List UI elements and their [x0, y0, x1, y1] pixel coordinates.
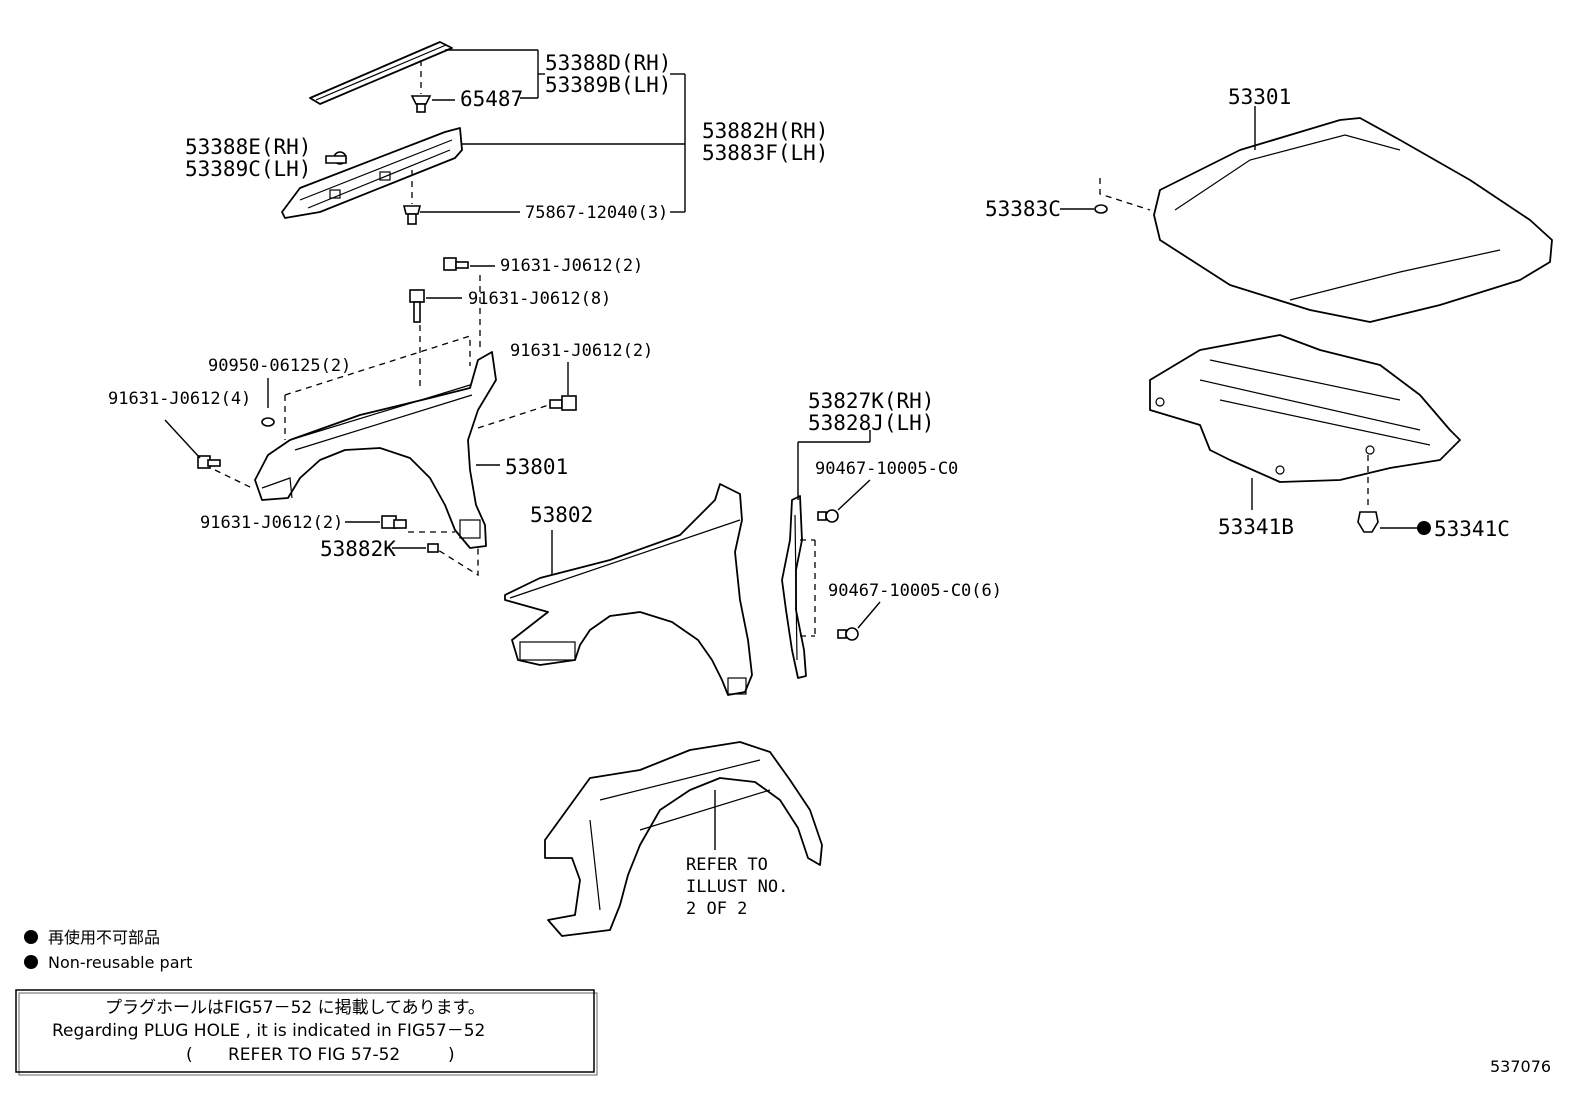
- refer-line-1: REFER TO: [686, 855, 768, 875]
- label-65487: 65487: [460, 87, 523, 111]
- refer-line-2: ILLUST NO.: [686, 877, 788, 897]
- bolt-91631c-icon: [549, 395, 577, 411]
- label-53341C: 53341C: [1434, 517, 1510, 541]
- label-53882K: 53882K: [320, 537, 396, 561]
- non-reusable-dot-53341C: [1417, 521, 1431, 535]
- note-line-3: REFER TO FIG 57-52: [228, 1045, 400, 1065]
- label-91631-mid: 91631-J0612(8): [468, 289, 611, 309]
- screw-90467a-icon: [817, 509, 839, 523]
- label-53388E: 53388E(RH): [185, 135, 311, 159]
- fender-seal-53827K: [781, 495, 807, 679]
- bolt-91631a-icon: [443, 257, 469, 271]
- legend-jp: 再使用不可部品: [48, 928, 160, 947]
- label-75867: 75867-12040(3): [525, 203, 668, 223]
- label-53882H: 53882H(RH): [702, 119, 828, 143]
- hood-53301: [1153, 117, 1553, 323]
- plug-hole-note: プラグホールはFIG57－52 に掲載してあります。 Regarding PLU…: [15, 989, 598, 1076]
- clip-53388E-icon: [325, 151, 347, 165]
- label-53801: 53801: [505, 455, 568, 479]
- front-fender-53801: [254, 351, 497, 549]
- cowl-seal-53882H: [281, 127, 463, 219]
- screw-90467b-icon: [837, 627, 859, 641]
- hood-insulator-53341B: [1149, 334, 1461, 483]
- grommet-90950-icon: [261, 417, 275, 427]
- pad-53882K-icon: [427, 543, 439, 553]
- legend-dot-jp: [24, 930, 38, 944]
- note-line-2: Regarding PLUG HOLE , it is indicated in…: [52, 1021, 485, 1041]
- label-53383C: 53383C: [985, 197, 1061, 221]
- bolt-91631b-icon: [409, 289, 425, 323]
- label-53389B: 53389B(LH): [545, 73, 671, 97]
- legend-en: Non-reusable part: [48, 953, 192, 972]
- label-91631-bottom: 91631-J0612(2): [200, 513, 343, 533]
- label-53301: 53301: [1228, 85, 1291, 109]
- legend-dot-en: [24, 955, 38, 969]
- label-53389C: 53389C(LH): [185, 157, 311, 181]
- label-53883F: 53883F(LH): [702, 141, 828, 165]
- fender-liner: [544, 741, 823, 937]
- label-53827K: 53827K(RH): [808, 389, 934, 413]
- label-53802: 53802: [530, 503, 593, 527]
- clip-53341C-icon: [1357, 511, 1379, 533]
- note-line-3-close: ): [448, 1045, 455, 1065]
- cushion-53383C-icon: [1094, 204, 1108, 214]
- roof-molding-strip: [309, 41, 453, 105]
- figure-number: 537076: [1490, 1057, 1551, 1076]
- note-line-3-open: (: [186, 1045, 193, 1065]
- label-91631-right: 91631-J0612(2): [510, 341, 653, 361]
- clip-75867-icon: [402, 205, 422, 225]
- bolt-91631e-icon: [381, 515, 407, 529]
- note-line-1: プラグホールはFIG57－52 に掲載してあります。: [105, 998, 485, 1018]
- label-53828J: 53828J(LH): [808, 411, 934, 435]
- bolt-91631d-icon: [197, 455, 221, 469]
- label-91631-left: 91631-J0612(4): [108, 389, 251, 409]
- label-90467-top: 90467-10005-C0: [815, 459, 958, 479]
- label-53341B: 53341B: [1218, 515, 1294, 539]
- clip-65487-icon: [410, 95, 432, 113]
- label-90950: 90950-06125(2): [208, 356, 351, 376]
- label-91631-top: 91631-J0612(2): [500, 256, 643, 276]
- label-90467-bottom: 90467-10005-C0(6): [828, 581, 1002, 601]
- front-fender-53802: [504, 483, 753, 696]
- label-53388D: 53388D(RH): [545, 51, 671, 75]
- refer-line-3: 2 OF 2: [686, 899, 747, 919]
